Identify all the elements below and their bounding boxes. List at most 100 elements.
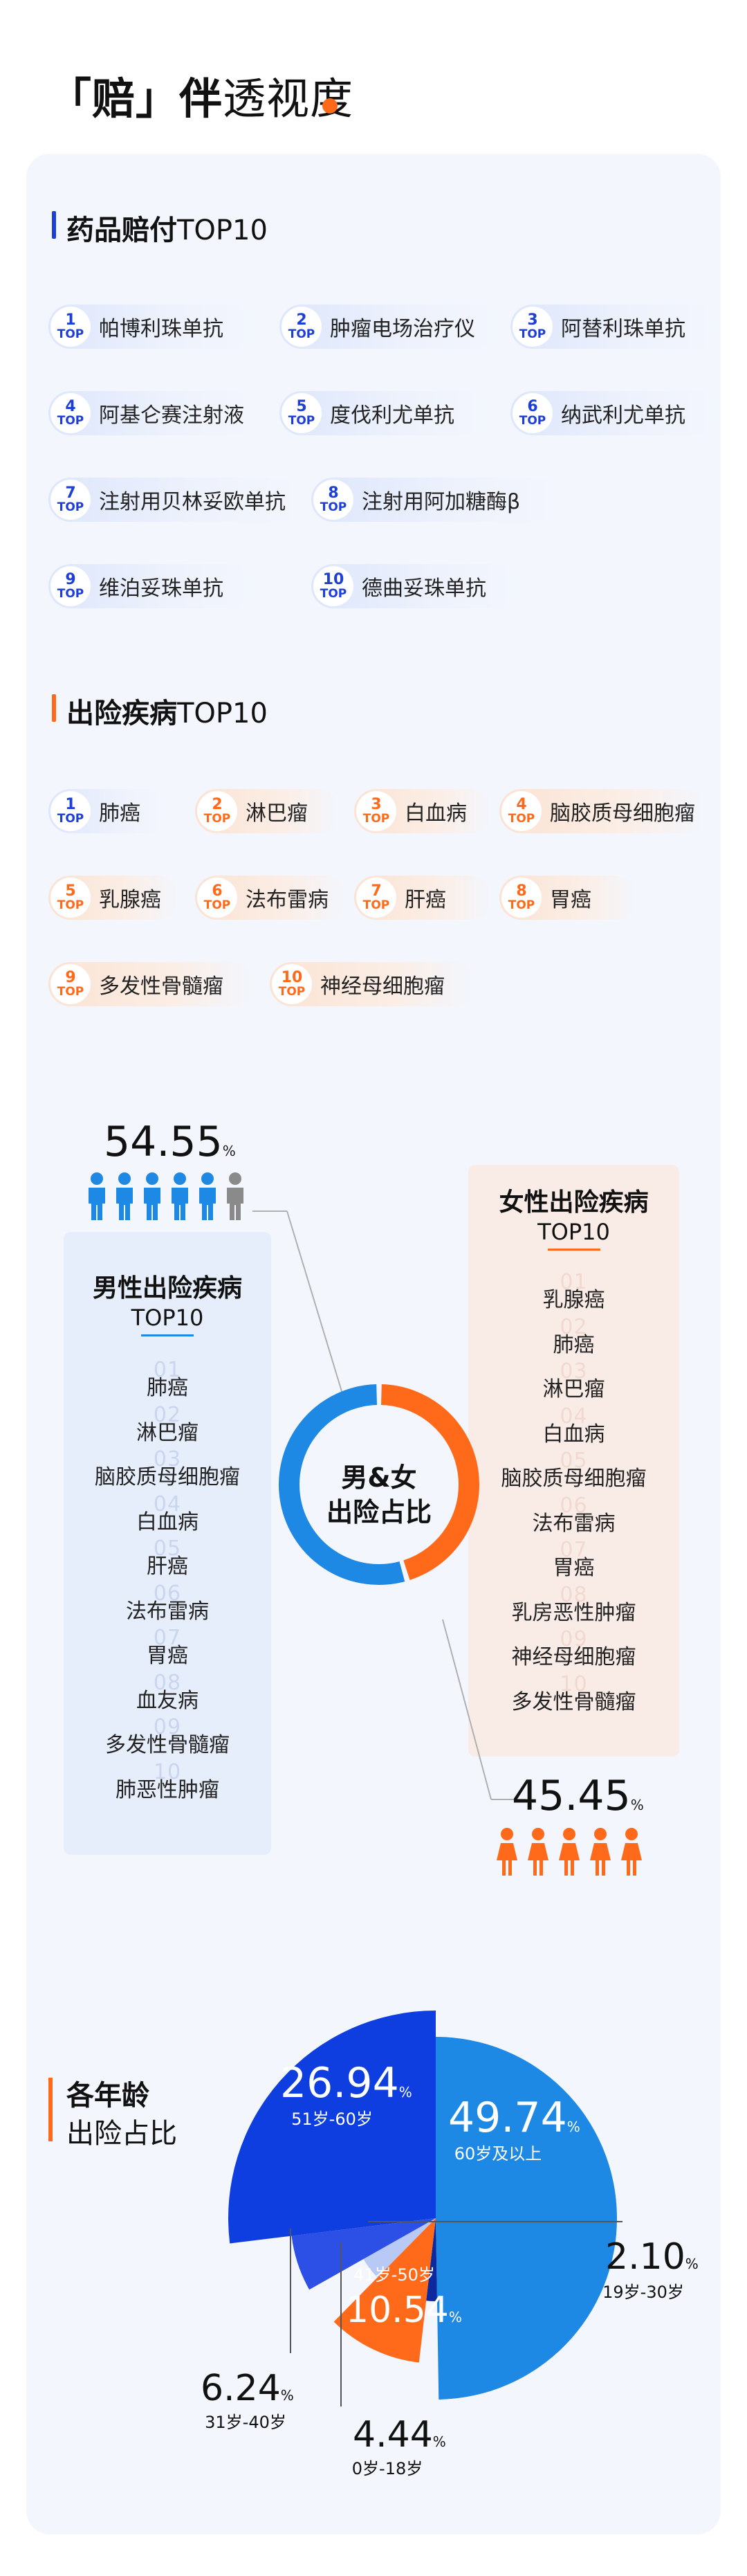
list-rank-watermark: 10 (153, 1759, 182, 1784)
person-body (621, 1843, 642, 1876)
donut-center-line2: 出险占比 (326, 1497, 432, 1527)
female-subtitle-underline (548, 1249, 600, 1251)
rank-top-label: TOP (519, 414, 546, 428)
list-item: 肝癌 (147, 1554, 188, 1579)
pill-label: 肝癌 (405, 888, 446, 912)
label-0-18-range: 0岁-18岁 (352, 2459, 423, 2478)
pie-60plus (436, 2037, 617, 2400)
rank-top-label: TOP (508, 812, 535, 826)
pill-label: 神经母细胞瘤 (320, 974, 445, 999)
pill-label: 乳腺癌 (99, 888, 161, 912)
rank-top-label: TOP (320, 587, 347, 601)
pill-label: 度伐利尤单抗 (330, 403, 454, 428)
rank-number: 2 (296, 311, 307, 329)
list-item: 法布雷病 (532, 1511, 616, 1536)
list-rank-watermark: 06 (153, 1581, 182, 1606)
person-body (590, 1843, 611, 1876)
rank-number: 3 (527, 311, 538, 329)
list-item: 脑胶质母细胞瘤 (501, 1467, 647, 1491)
pill-label: 纳武利尤单抗 (561, 403, 685, 428)
list-rank-watermark: 04 (560, 1404, 588, 1428)
person-head (594, 1828, 607, 1840)
list-item: 白血病 (136, 1509, 199, 1534)
label-41-50-value: 10.54% (346, 2289, 462, 2331)
list-item: 白血病 (542, 1422, 605, 1446)
list-rank-watermark: 07 (153, 1626, 182, 1650)
list-item: 血友病 (136, 1688, 199, 1713)
pill-label: 肺癌 (99, 801, 140, 826)
list-item: 淋巴瘤 (136, 1420, 199, 1445)
label-31-40-range: 31岁-40岁 (205, 2413, 286, 2432)
pill-label: 维泊妥珠单抗 (99, 577, 223, 601)
list-rank-watermark: 01 (560, 1270, 588, 1294)
label-51-60-range: 51岁-60岁 (291, 2110, 373, 2129)
rank-top-label: TOP (57, 812, 84, 826)
pill-label: 注射用阿加糖酶β (362, 490, 521, 514)
list-rank-watermark: 02 (153, 1402, 182, 1427)
rank-number: 4 (516, 796, 527, 813)
rank-top-label: TOP (508, 898, 535, 912)
list-item: 胃癌 (147, 1644, 188, 1668)
rank-top-label: TOP (203, 812, 231, 826)
rank-number: 7 (371, 882, 382, 900)
pill-label: 白血病 (405, 801, 467, 826)
list-rank-watermark: 07 (560, 1538, 588, 1562)
rank-top-label: TOP (288, 327, 315, 341)
rank-number: 1 (65, 311, 76, 329)
person-body (559, 1843, 580, 1876)
label-31-40-value: 6.24% (201, 2368, 294, 2409)
diseases-heading: 出险疾病TOP10 (66, 698, 268, 729)
male-subtitle-underline (141, 1334, 194, 1336)
list-rank-watermark: 08 (560, 1582, 588, 1607)
rank-number: 3 (371, 796, 382, 813)
label-60plus-range: 60岁及以上 (454, 2144, 542, 2164)
person-body (172, 1188, 188, 1220)
rank-top-label: TOP (288, 414, 315, 428)
person-head (501, 1828, 513, 1840)
rank-top-label: TOP (57, 414, 84, 428)
female-percentage: 45.45% (512, 1772, 644, 1820)
rank-number: 1 (65, 796, 76, 813)
person-body (89, 1188, 105, 1220)
male-list-subtitle: TOP10 (131, 1305, 204, 1331)
list-item: 肺癌 (147, 1376, 188, 1400)
page-title: 「赔」伴透视度 (48, 73, 354, 124)
rank-top-label: TOP (362, 812, 390, 826)
list-item: 脑胶质母细胞瘤 (95, 1465, 240, 1489)
person-body (144, 1188, 160, 1220)
rank-number: 6 (212, 882, 223, 900)
person-head (532, 1828, 544, 1840)
pill-label: 德曲妥珠单抗 (362, 577, 486, 601)
pill-label: 阿基仑赛注射液 (99, 403, 244, 428)
list-rank-watermark: 03 (560, 1359, 588, 1384)
rank-number: 4 (65, 398, 76, 415)
pill-label: 脑胶质母细胞瘤 (550, 801, 695, 826)
label-0-18-value: 4.44% (353, 2414, 446, 2456)
person-head (201, 1172, 214, 1185)
female-people-icon (497, 1828, 642, 1876)
pie-0-18 (363, 2218, 436, 2278)
rank-number: 8 (516, 882, 527, 900)
